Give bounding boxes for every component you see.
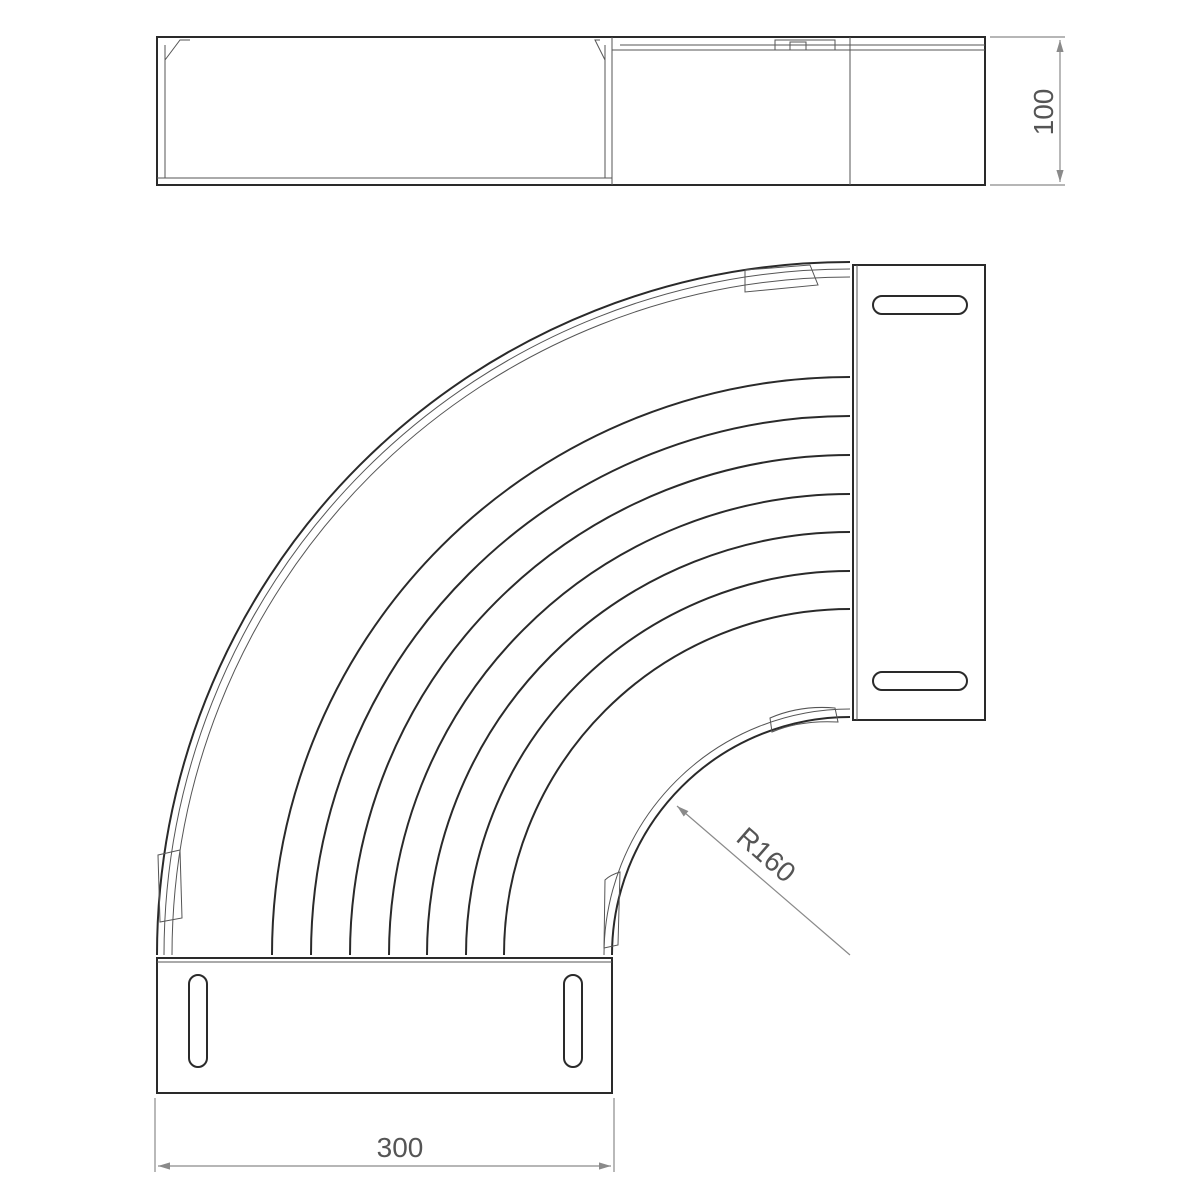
height-label: 100: [1028, 89, 1059, 136]
floor-ribs: [271, 376, 851, 956]
clip-tabs: [157, 264, 839, 949]
radius-label: R160: [731, 821, 802, 888]
bottom-connector: [156, 957, 613, 1094]
plan-view: [156, 261, 986, 1094]
side-view: [156, 36, 986, 186]
radius-dimension: R160: [676, 805, 851, 956]
right-connector: [852, 264, 986, 721]
width-dimension: 300: [154, 1098, 615, 1172]
width-label: 300: [377, 1132, 424, 1163]
height-dimension: 100: [990, 36, 1065, 186]
